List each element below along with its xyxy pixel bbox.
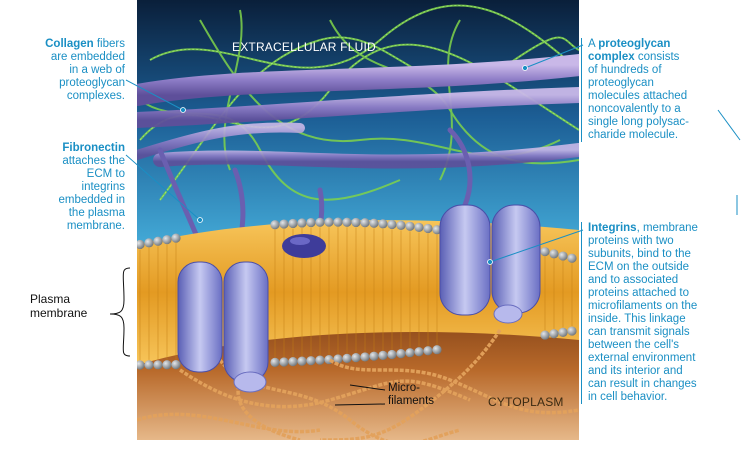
lipid-head-outer bbox=[423, 223, 433, 234]
fibronectin-annotation: Fibronectin attaches the ECM to integrin… bbox=[58, 142, 126, 232]
lipid-head-inner bbox=[540, 330, 550, 340]
lipid-head-inner bbox=[558, 327, 568, 338]
lipid-head-inner bbox=[549, 329, 559, 339]
lipid-head-inner bbox=[387, 349, 397, 360]
integrin-right bbox=[439, 204, 541, 324]
lipid-head-outer bbox=[288, 218, 298, 229]
lipid-head-inner bbox=[270, 357, 280, 367]
lipid-head-outer bbox=[297, 218, 307, 228]
lipid-head-outer bbox=[540, 247, 550, 257]
extracellular-fluid-label: EXTRACELLULAR FLUID bbox=[232, 40, 376, 54]
lipid-head-outer bbox=[396, 220, 406, 230]
lipid-head-inner bbox=[144, 360, 154, 370]
lipid-head-inner bbox=[162, 360, 172, 370]
proteoglycan-annotation: A proteoglycan complex consists of hundr… bbox=[581, 38, 728, 142]
lipid-head-outer bbox=[171, 233, 181, 243]
collagen-fibers bbox=[137, 54, 579, 169]
integrins-annotation: Integrins, membrane proteins with two su… bbox=[581, 222, 738, 404]
plasma-membrane-label: Plasma membrane bbox=[30, 292, 88, 320]
lipid-head-inner bbox=[423, 346, 433, 356]
lipid-head-inner bbox=[342, 353, 352, 363]
lipid-head-outer bbox=[270, 220, 280, 230]
lipid-head-outer bbox=[387, 219, 397, 230]
plasma-membrane-bracket bbox=[109, 267, 131, 357]
lipid-head-outer bbox=[306, 217, 316, 228]
lipid-head-inner bbox=[306, 356, 316, 366]
lipid-head-outer bbox=[378, 219, 388, 229]
lipid-head-inner bbox=[351, 353, 361, 363]
lipid-head-outer bbox=[144, 238, 154, 248]
lipid-head-inner bbox=[297, 356, 307, 366]
lipid-head-outer bbox=[558, 251, 568, 261]
lipid-head-outer bbox=[432, 225, 442, 235]
cytoplasm-label: CYTOPLASM bbox=[488, 395, 564, 409]
lipid-head-inner bbox=[378, 350, 388, 360]
lipid-head-inner bbox=[171, 360, 181, 370]
lipid-head-inner bbox=[333, 354, 343, 364]
lipid-head-outer bbox=[369, 218, 379, 228]
microfilaments-label: Micro- filaments bbox=[388, 382, 435, 407]
lipid-head-outer bbox=[153, 236, 163, 246]
lipid-head-inner bbox=[137, 360, 145, 370]
lipid-head-inner bbox=[432, 345, 442, 355]
lipid-head-outer bbox=[567, 253, 577, 263]
lipid-head-inner bbox=[405, 348, 415, 358]
lipid-head-outer bbox=[360, 218, 370, 228]
lipid-head-inner bbox=[153, 360, 163, 370]
lipid-head-inner bbox=[414, 347, 424, 357]
lipid-head-inner bbox=[315, 355, 325, 365]
lipid-head-outer bbox=[137, 239, 145, 250]
lipid-head-outer bbox=[162, 235, 172, 245]
lipid-head-inner bbox=[396, 349, 406, 359]
lipid-head-outer bbox=[333, 217, 343, 227]
lipid-head-outer bbox=[342, 217, 352, 227]
lipid-head-inner bbox=[279, 357, 289, 367]
lipid-head-outer bbox=[414, 222, 424, 232]
integrin-left bbox=[177, 261, 269, 393]
lipid-head-outer bbox=[549, 249, 559, 259]
collagen-annotation: Collagen fibers are embedded in a web of… bbox=[45, 38, 125, 102]
annotation-leader-lines bbox=[125, 44, 741, 265]
lipid-head-inner bbox=[567, 326, 577, 336]
lipid-head-outer bbox=[315, 217, 325, 227]
lipid-head-outer bbox=[279, 219, 289, 229]
lipid-head-outer bbox=[405, 221, 415, 231]
lipid-head-outer bbox=[351, 217, 361, 228]
lipid-head-inner bbox=[360, 352, 370, 362]
lipid-head-inner bbox=[288, 356, 298, 367]
lipid-head-outer bbox=[324, 217, 334, 227]
lipid-head-inner bbox=[369, 351, 379, 361]
